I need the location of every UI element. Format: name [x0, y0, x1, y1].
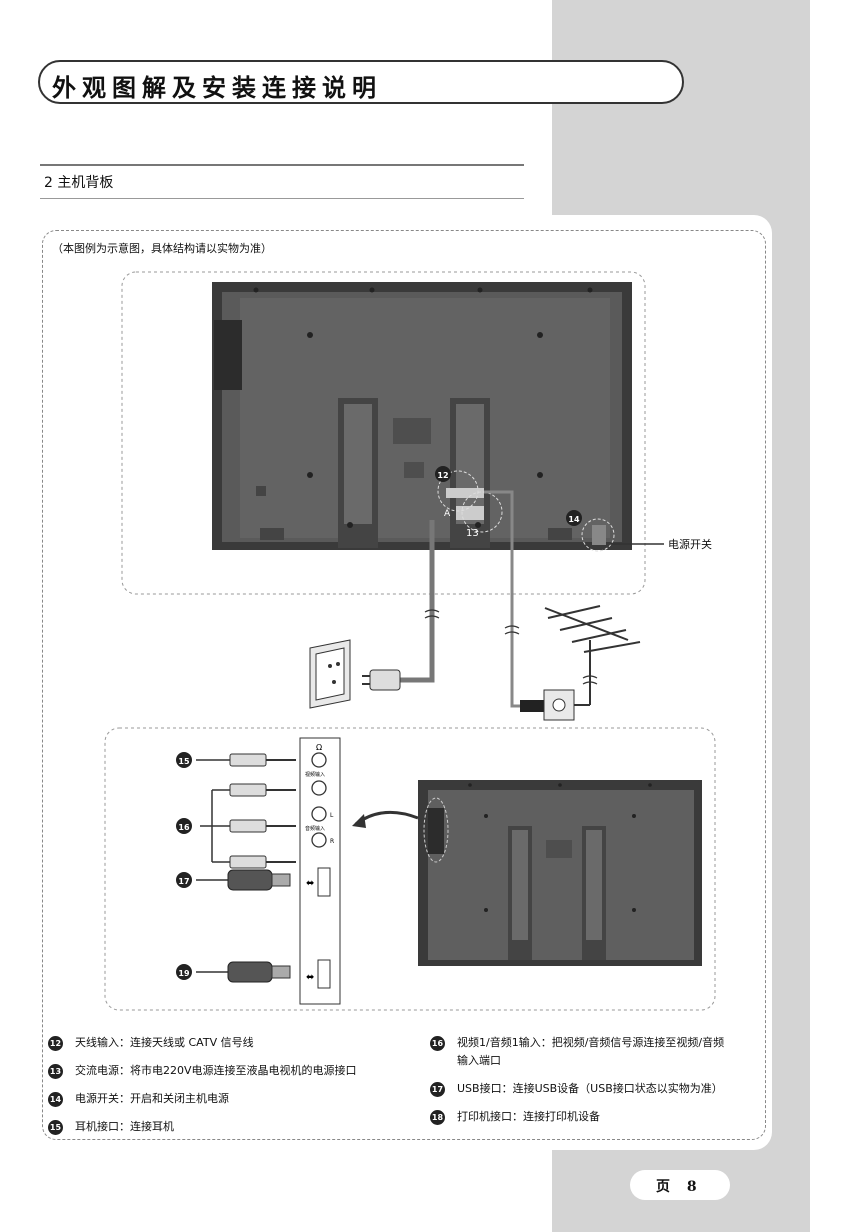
- legend-text: USB接口：连接USB设备（USB接口状态以实物为准）: [457, 1082, 723, 1095]
- content-panel-border: [42, 230, 766, 1140]
- callout-16-label: 16: [178, 823, 190, 832]
- callout-14-label: 14: [568, 515, 580, 524]
- callout-12-label: 12: [437, 471, 448, 480]
- svg-text:⬌: ⬌: [306, 878, 314, 889]
- legend-number-badge: 17: [430, 1081, 445, 1097]
- legend-text: 天线输入：连接天线或 CATV 信号线: [75, 1036, 254, 1049]
- power-switch-label: 电源开关: [668, 537, 712, 551]
- legend-text: 交流电源：将市电220V电源连接至液晶电视机的电源接口: [75, 1064, 357, 1077]
- legend-number-badge: 15: [48, 1119, 63, 1135]
- title-frame: [38, 60, 684, 104]
- legend-number-badge: 16: [430, 1035, 445, 1051]
- diagram-note: （本图例为示意图，具体结构请以实物为准）: [52, 242, 272, 255]
- cable-16: [200, 783, 296, 869]
- callout-12: [435, 466, 451, 482]
- legend-text: 电源开关：开启和关闭主机电源: [75, 1092, 229, 1105]
- callout-15-label: 15: [178, 757, 190, 766]
- callout-13-label: 13: [466, 528, 479, 539]
- callout-17-label: 17: [178, 877, 189, 886]
- zoom-arrow: [355, 810, 419, 826]
- callout-16: 16: [176, 818, 192, 834]
- legend-number-badge: 18: [430, 1109, 445, 1125]
- page-number-frame: [630, 1170, 730, 1200]
- legend-item: 16 视频1/音频1输入：把视频/音频信号源连接至视频/音频: [430, 1034, 724, 1052]
- section-rule-bottom: [40, 198, 524, 199]
- cable-19: [196, 961, 291, 983]
- audio-r-label: R: [330, 838, 334, 845]
- page-title: 外观图解及安装连接说明: [52, 73, 382, 102]
- audio-in-label: 音频输入: [305, 825, 325, 832]
- legend-text: 视频1/音频1输入：把视频/音频信号源连接至视频/音频: [457, 1036, 725, 1049]
- callout-a-label: A: [444, 509, 451, 519]
- legend-item: 12 天线输入：连接天线或 CATV 信号线: [48, 1034, 357, 1052]
- callout-19-label: 19: [178, 969, 190, 978]
- legend-text: 打印机接口：连接打印机设备: [457, 1110, 600, 1123]
- wall-outlet: [309, 639, 351, 709]
- video-in-label: 视频输入: [305, 771, 325, 778]
- legend-text: 耳机接口：连接耳机: [75, 1120, 174, 1133]
- headphone-port-label: Ω: [316, 743, 322, 752]
- legend-text: 输入端口: [457, 1054, 501, 1067]
- cable-17: [196, 869, 291, 891]
- callout-14: [566, 510, 582, 526]
- legend-number-badge: 13: [48, 1063, 63, 1079]
- antenna-cable: [484, 490, 520, 708]
- legend-item: 18 打印机接口：连接打印机设备: [430, 1108, 724, 1126]
- legend-item-continued: 输入端口: [430, 1052, 724, 1070]
- tv-rear-small: [418, 780, 702, 966]
- cable-15: [196, 753, 296, 767]
- tv-rear-large: [212, 282, 632, 550]
- audio-l-label: L: [330, 812, 334, 819]
- callout-19: 19: [176, 964, 192, 980]
- legend-right: 16 视频1/音频1输入：把视频/音频信号源连接至视频/音频 输入端口 17 USB…: [430, 1034, 724, 1136]
- callout-17: 17: [176, 872, 192, 888]
- legend-number-badge: 14: [48, 1091, 63, 1107]
- svg-text:⬌: ⬌: [306, 972, 314, 983]
- bottom-diagram-frame: [104, 727, 716, 1011]
- legend-item: 13 交流电源：将市电220V电源连接至液晶电视机的电源接口: [48, 1062, 357, 1080]
- power-cable: [400, 520, 435, 683]
- legend-number-badge: 12: [48, 1035, 63, 1051]
- legend-item: 17 USB接口：连接USB设备（USB接口状态以实物为准）: [430, 1080, 724, 1098]
- section-title: 2 主机背板: [44, 175, 114, 191]
- power-plug: [362, 669, 401, 691]
- page-number: 页 8: [656, 1179, 703, 1195]
- antenna: [544, 605, 641, 706]
- top-diagram-frame: [121, 271, 646, 595]
- legend-item: 15 耳机接口：连接耳机: [48, 1118, 357, 1136]
- section-rule-top: [40, 164, 524, 166]
- legend-item: 14 电源开关：开启和关闭主机电源: [48, 1090, 357, 1108]
- callout-15: 15: [176, 752, 192, 768]
- side-io-panel: [214, 320, 242, 390]
- legend-left: 12 天线输入：连接天线或 CATV 信号线 13 交流电源：将市电220V电源连接…: [48, 1034, 357, 1146]
